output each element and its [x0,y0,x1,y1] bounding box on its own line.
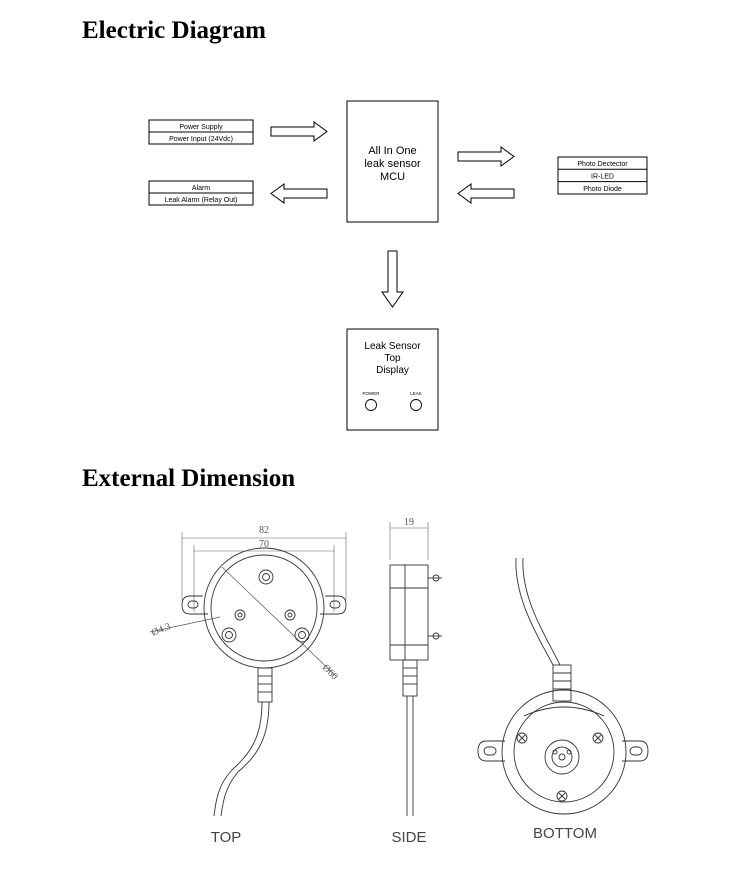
display-box: Leak Sensor Top Display POWER LEAK [346,328,439,431]
electric-diagram-heading: Electric Diagram [82,17,266,44]
mcu-line-2: leak sensor [364,158,421,170]
display-line-1: Leak Sensor [364,341,421,352]
photo-detector-box: Photo Dectector IR-LED Photo Diode [557,156,648,195]
alarm-box: Alarm Leak Alarm (Relay Out) [148,180,254,206]
arrow-right-icon [457,146,515,167]
arrow-left-icon [270,183,328,204]
mcu-line-1: All In One [368,145,416,157]
power-input-label: Power Input (24Vdc) [169,136,233,143]
power-led-icon [365,399,377,411]
power-led-label: POWER [362,391,380,396]
mcu-line-3: MCU [380,171,405,183]
arrow-right-icon [270,121,328,142]
display-line-2: Top [384,353,401,364]
display-line-3: Display [376,365,409,376]
leak-alarm-label: Leak Alarm (Relay Out) [165,197,238,204]
mcu-box: All In One leak sensor MCU [346,100,439,223]
ir-led-label: IR-LED [591,174,614,181]
arrow-left-icon [457,183,515,204]
leak-led-label: LEAK [410,391,422,396]
photo-detector-label: Photo Dectector [577,161,628,168]
leak-led-icon [410,399,422,411]
alarm-label: Alarm [192,185,210,192]
power-supply-box: Power Supply Power Input (24Vdc) [148,119,254,145]
arrow-down-icon [381,250,404,308]
external-dimension-heading: External Dimension [82,465,296,492]
power-supply-label: Power Supply [179,124,223,131]
photo-diode-label: Photo Diode [583,186,622,193]
